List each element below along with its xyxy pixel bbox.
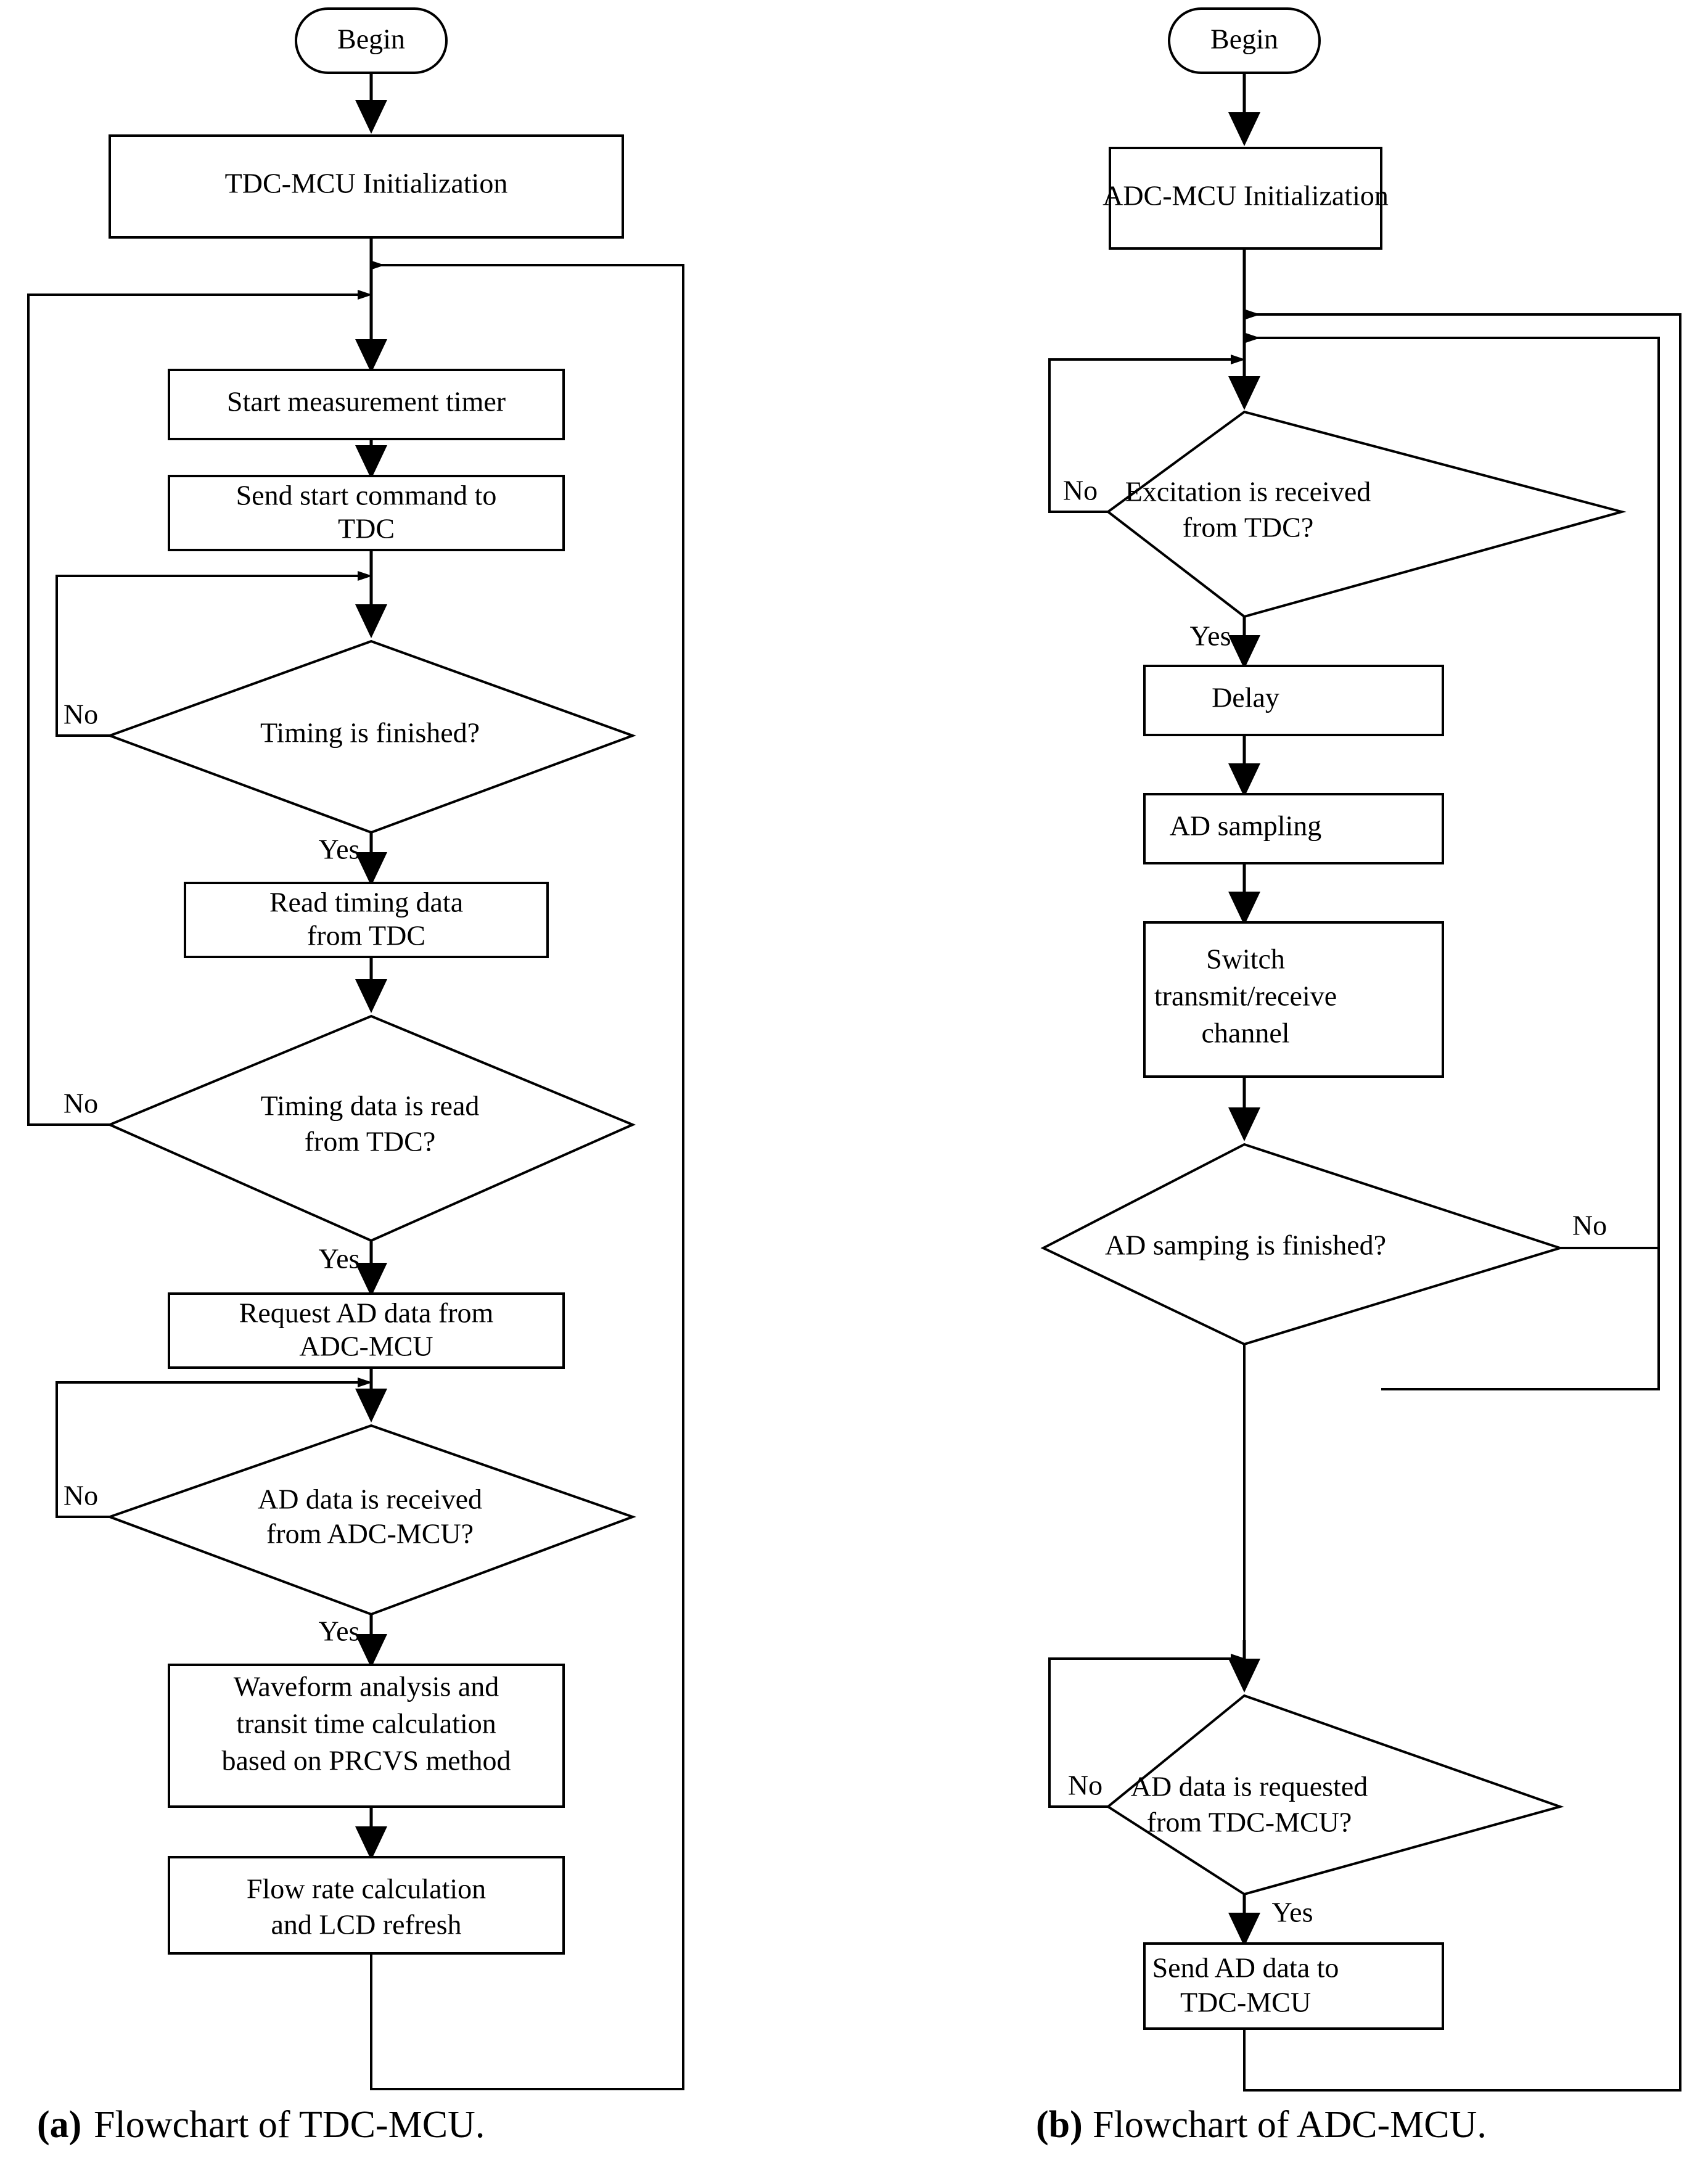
edge-no-timing-loop	[55, 575, 364, 737]
process-tdc-mcu-initialization	[109, 134, 624, 239]
decision-excitation-is-received-line2: from TDC?	[1183, 512, 1314, 543]
process-switch-channel	[1143, 921, 1444, 1078]
process-switch-channel-line3: channel	[1201, 1017, 1289, 1049]
decision-timing-data-is-read-line2: from TDC?	[305, 1126, 436, 1157]
process-request-ad-data-line2: ADC-MCU	[299, 1331, 433, 1362]
arrowhead-outer-return-b	[1246, 310, 1260, 319]
decision-ad-data-is-requested-line2: from TDC-MCU?	[1147, 1807, 1352, 1838]
label-no-timing-data-is-read: No	[64, 1088, 98, 1119]
caption-b-text: Flowchart of ADC-MCU.	[1093, 2104, 1487, 2146]
label-yes-timing-is-finished: Yes	[319, 834, 360, 865]
process-flow-rate-calculation	[168, 1856, 565, 1955]
process-flow-rate-calculation-line1: Flow rate calculation	[247, 1873, 486, 1905]
label-no-excitation-is-received: No	[1063, 475, 1098, 506]
arrowhead-timing-loop	[358, 571, 372, 581]
process-flow-rate-calculation-line2: and LCD refresh	[271, 1909, 461, 1940]
process-waveform-analysis-line3: based on PRCVS method	[222, 1745, 511, 1776]
process-read-timing-data-line2: from TDC	[307, 920, 425, 951]
process-send-start-command-line1: Send start command to	[236, 480, 497, 511]
process-send-ad-data	[1143, 1942, 1444, 2030]
edge-no-timingdata-loop	[27, 294, 364, 1126]
caption-b-label: (b)	[1036, 2104, 1083, 2146]
decision-timing-data-is-read-line1: Timing data is read	[261, 1090, 480, 1122]
label-yes-ad-data-is-requested: Yes	[1272, 1897, 1313, 1928]
process-send-start-command-line2: TDC	[338, 513, 395, 544]
process-request-ad-data-line1: Request AD data from	[239, 1297, 494, 1329]
decision-ad-data-is-requested-line1: AD data is requested	[1131, 1771, 1368, 1802]
arrowhead-excitation-loop	[1231, 355, 1246, 364]
process-waveform-analysis-line2: transit time calculation	[236, 1708, 496, 1739]
arrowhead-adsamping-loop	[1246, 333, 1260, 343]
arrowhead-outer-loop	[370, 260, 385, 270]
label-yes-timing-data-is-read: Yes	[319, 1243, 360, 1275]
decision-excitation-is-received	[1106, 410, 1627, 618]
process-send-start-command	[168, 475, 565, 551]
arrowhead-addata-loop	[358, 1377, 372, 1387]
process-delay-label: Delay	[1212, 682, 1279, 713]
panel-a: Begin TDC-MCU Initialization Start measu…	[27, 7, 684, 2146]
decision-ad-samping-is-finished-label: AD samping is finished?	[1105, 1230, 1386, 1261]
process-send-ad-data-line2: TDC-MCU	[1180, 1987, 1311, 2018]
caption-a-label: (a)	[37, 2104, 81, 2146]
decision-timing-is-finished-label: Timing is finished?	[260, 717, 480, 749]
process-read-timing-data-line1: Read timing data	[269, 887, 463, 918]
terminator-begin-a-label: Begin	[337, 23, 405, 55]
process-adc-mcu-initialization	[1109, 147, 1382, 250]
decision-ad-data-is-received	[106, 1424, 636, 1616]
decision-ad-data-is-received-line1: AD data is received	[258, 1484, 482, 1515]
decision-timing-data-is-read	[106, 1014, 636, 1242]
decision-ad-data-is-received-line2: from ADC-MCU?	[266, 1518, 474, 1550]
process-start-measurement-timer	[168, 369, 565, 440]
edge-no-addata-loop	[55, 1381, 364, 1518]
arrowhead-addatarequested-loop	[1231, 1654, 1246, 1664]
terminator-begin-b	[1168, 7, 1321, 74]
process-ad-sampling	[1143, 793, 1444, 864]
process-request-ad-data	[168, 1292, 565, 1369]
edge-no-addatarequested-loop	[1048, 1657, 1237, 1808]
process-read-timing-data	[184, 882, 549, 958]
process-switch-channel-line2: transmit/receive	[1154, 980, 1337, 1012]
label-no-ad-data-is-received: No	[64, 1480, 98, 1511]
label-no-ad-samping-is-finished: No	[1572, 1210, 1607, 1241]
process-ad-sampling-label: AD sampling	[1170, 810, 1322, 842]
process-start-measurement-timer-label: Start measurement timer	[227, 386, 506, 417]
caption-a-text: Flowchart of TDC-MCU.	[94, 2104, 485, 2146]
edge-outer-loop-return	[370, 264, 684, 2090]
label-yes-excitation-is-received: Yes	[1190, 620, 1231, 652]
panel-b: Begin ADC-MCU Initialization Excitation …	[1036, 7, 1681, 2146]
decision-excitation-is-received-line1: Excitation is received	[1125, 476, 1371, 507]
process-waveform-analysis	[168, 1664, 565, 1808]
process-waveform-analysis-line1: Waveform analysis and	[234, 1671, 499, 1702]
decision-timing-is-finished	[106, 639, 636, 834]
process-switch-channel-line1: Switch	[1206, 943, 1285, 975]
label-no-timing-is-finished: No	[64, 699, 98, 730]
process-send-ad-data-line1: Send AD data to	[1152, 1952, 1339, 1984]
edge-no-excitation-loop	[1048, 358, 1237, 513]
decision-ad-data-is-requested	[1106, 1694, 1564, 1896]
terminator-begin-b-label: Begin	[1210, 23, 1278, 55]
label-yes-ad-data-is-received: Yes	[319, 1615, 360, 1647]
edge-outer-return-b	[1243, 313, 1681, 2092]
arrowhead-timingdata-loop	[358, 290, 372, 300]
terminator-begin-a	[295, 7, 448, 74]
process-delay	[1143, 665, 1444, 736]
process-adc-mcu-initialization-label: ADC-MCU Initialization	[1102, 180, 1389, 211]
label-no-ad-data-is-requested: No	[1068, 1770, 1102, 1801]
process-tdc-mcu-initialization-label: TDC-MCU Initialization	[225, 168, 508, 199]
edge-no-adsamping-loop	[1253, 337, 1660, 1390]
